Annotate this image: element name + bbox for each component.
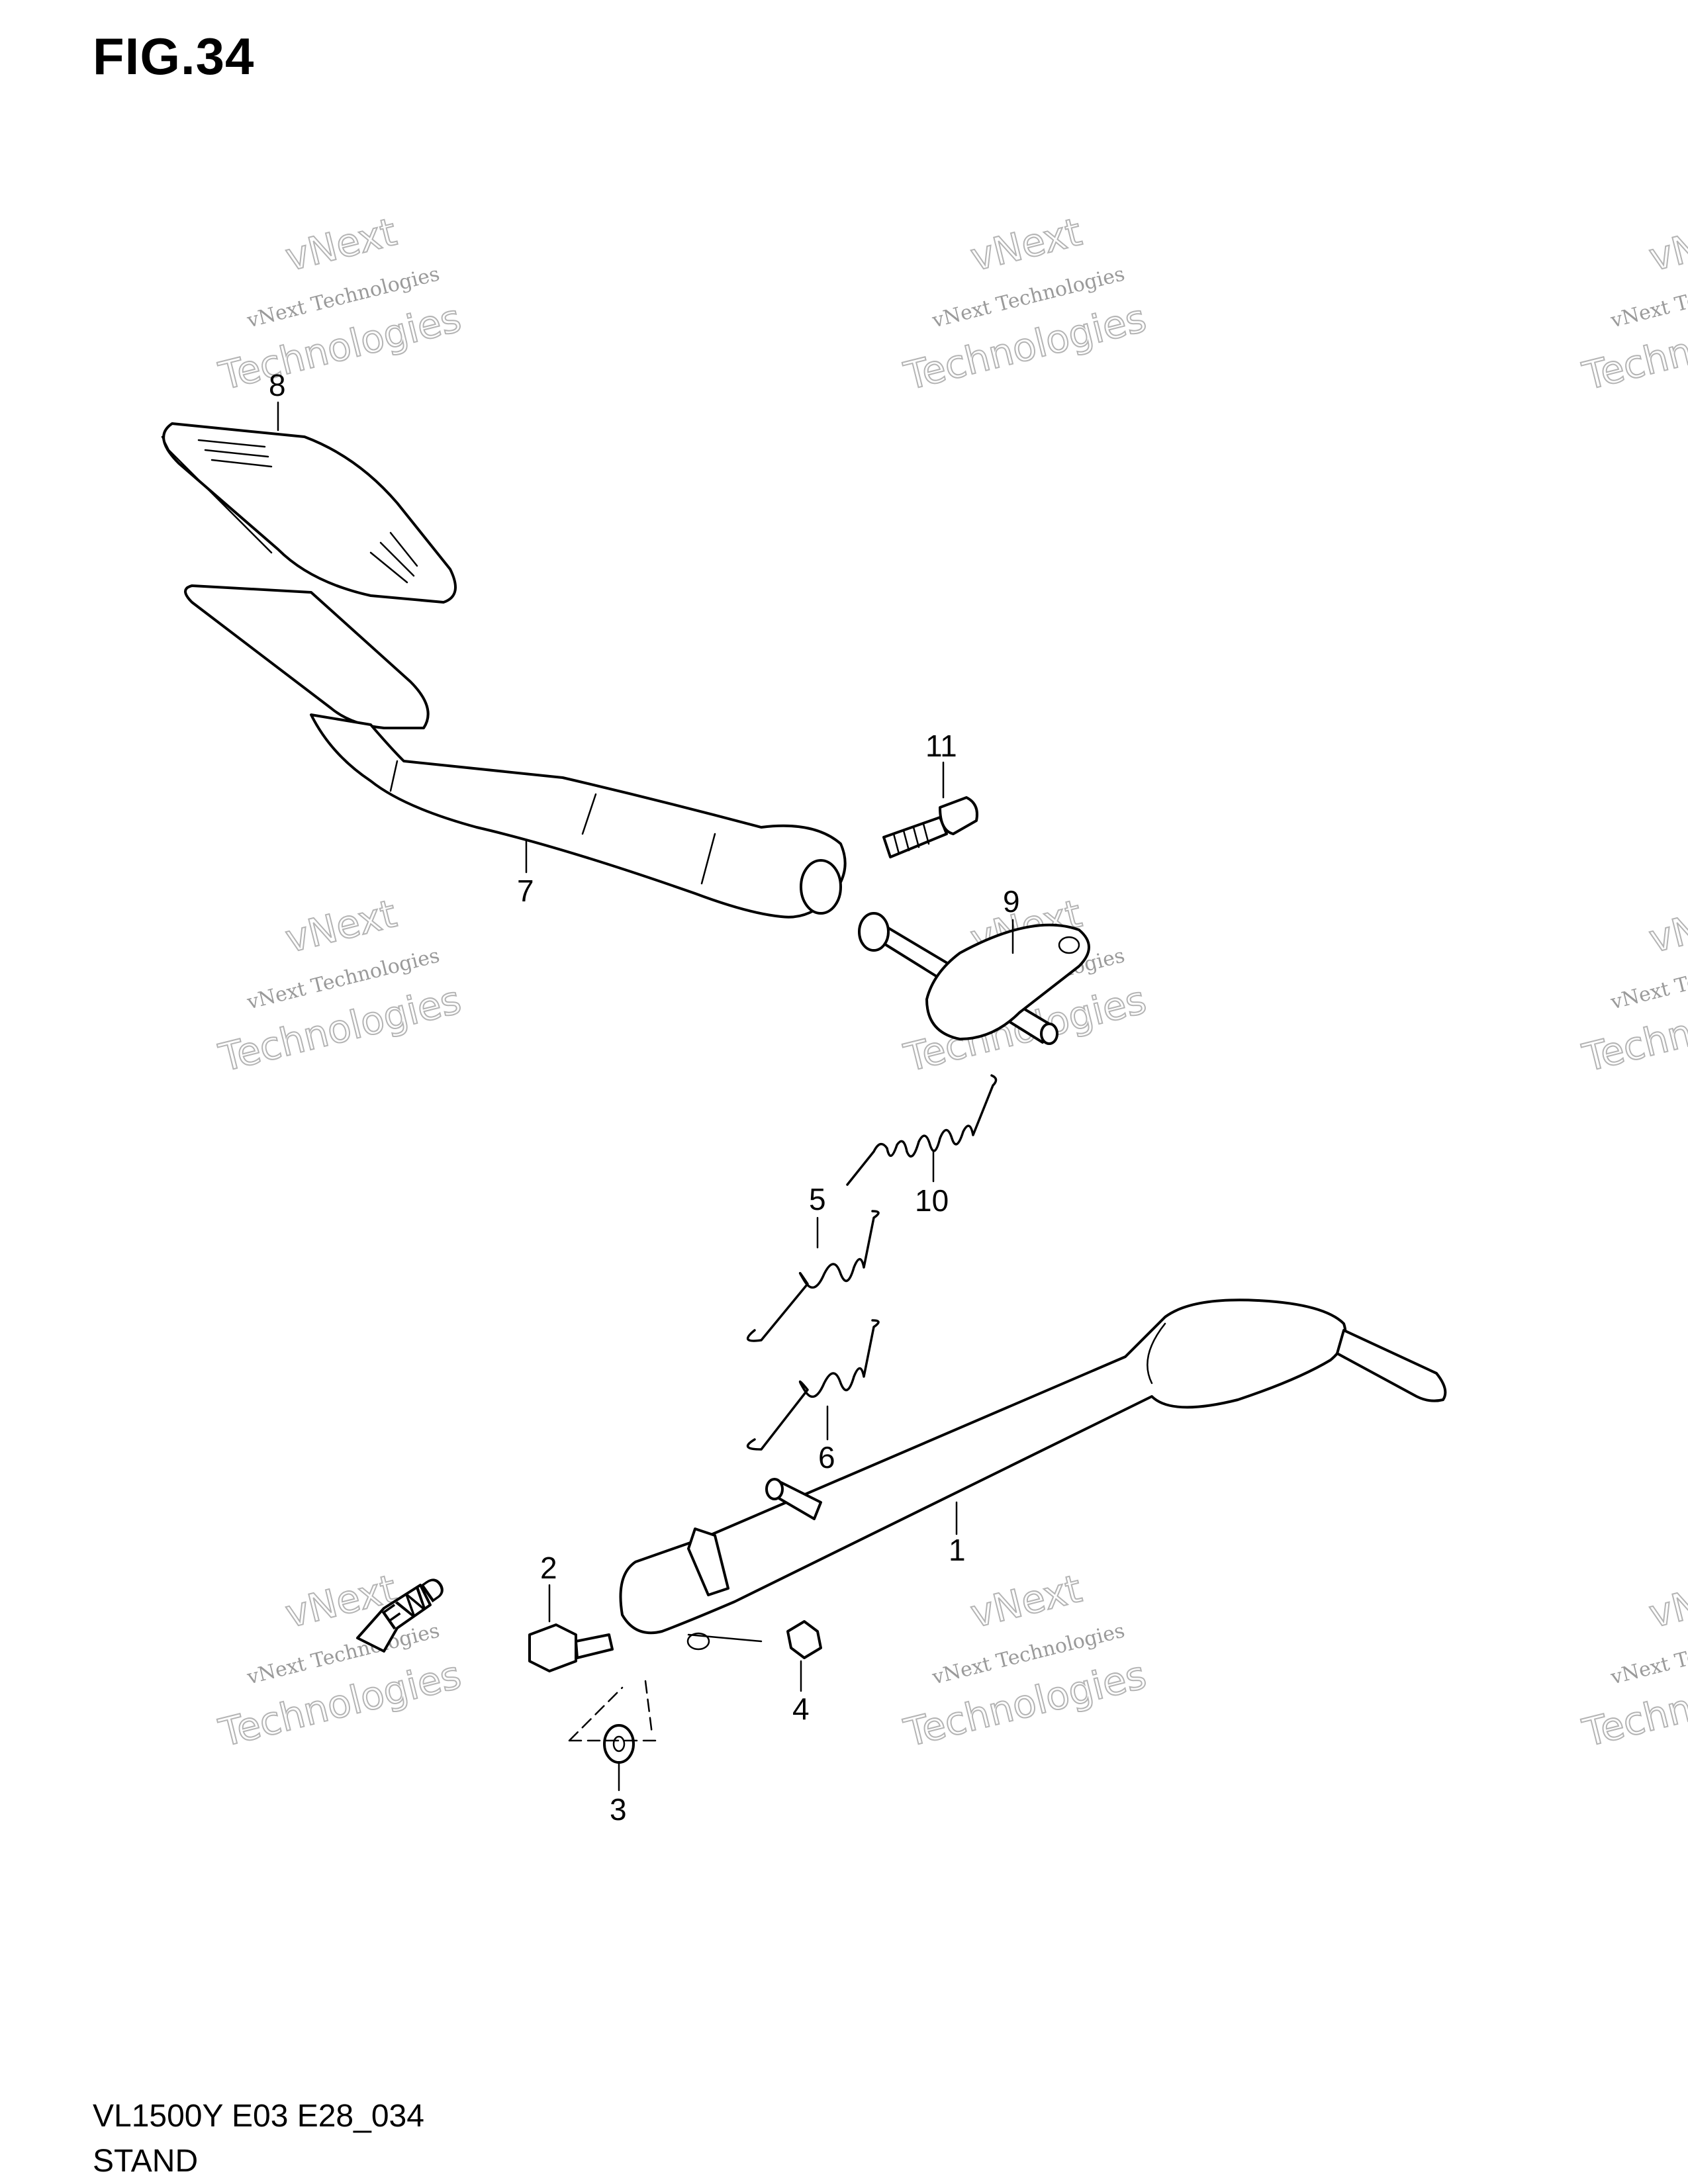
callout-7: 7 [517,874,534,908]
figure-code: VL1500Y E03 E28_034 [93,2099,424,2134]
watermark: vNext vNext Technologies Technologies [899,1565,1151,1756]
callout-4: 4 [792,1692,810,1726]
part-7-footboard-bracket[interactable] [184,584,847,919]
callout-11: 11 [925,729,957,763]
part-5-spring[interactable] [746,1210,880,1342]
callout-labels: 8 7 11 9 10 5 6 1 2 4 3 [269,368,1020,1827]
callout-5: 5 [809,1182,826,1216]
leader-lines [277,401,1014,1792]
callout-8: 8 [269,368,286,402]
watermark: vNext vNext Technologies Technologies [214,890,466,1081]
callout-9: 9 [1003,884,1020,919]
watermark: vNext vNext Technologies Technologies [1577,1565,1688,1756]
watermark: vNext vNext Technologies Technologies [214,208,466,400]
part-10-spring[interactable] [846,1074,998,1186]
part-4-nut[interactable] [786,1620,822,1659]
figure-name: STAND [93,2144,199,2179]
watermark-text-vnext: vNext [281,209,401,280]
watermark-text-vnext: vNext [281,891,401,962]
part-11-bolt[interactable] [882,796,978,858]
callout-10: 10 [915,1183,949,1218]
watermark: vNext vNext Technologies Technologies [1577,890,1688,1081]
callout-1: 1 [949,1533,966,1567]
watermark-text-vnext: vNext [1645,1566,1688,1637]
watermark: vNext vNext Technologies Technologies [1577,208,1688,400]
figure-title: FIG.34 [93,27,255,85]
part-6-spring[interactable] [746,1319,880,1451]
part-9-stand-bracket[interactable] [858,912,1090,1045]
watermark: vNext vNext Technologies Technologies [899,208,1151,400]
watermark-text-vnext: vNext [1645,891,1688,962]
part-8-footboard-rubber[interactable] [161,422,457,604]
part-2-stand-bolt[interactable] [528,1623,614,1672]
callout-3: 3 [610,1792,627,1827]
part-3-washer[interactable] [568,1680,663,1764]
watermark-text-vnext: vNext [966,209,1086,280]
part-1-side-stand[interactable] [619,1298,1447,1651]
watermark-text-vnext: vNext [1645,209,1688,280]
watermark-text-vnext: vNext [966,1566,1086,1637]
callout-6: 6 [818,1440,835,1475]
callout-2: 2 [540,1551,557,1585]
